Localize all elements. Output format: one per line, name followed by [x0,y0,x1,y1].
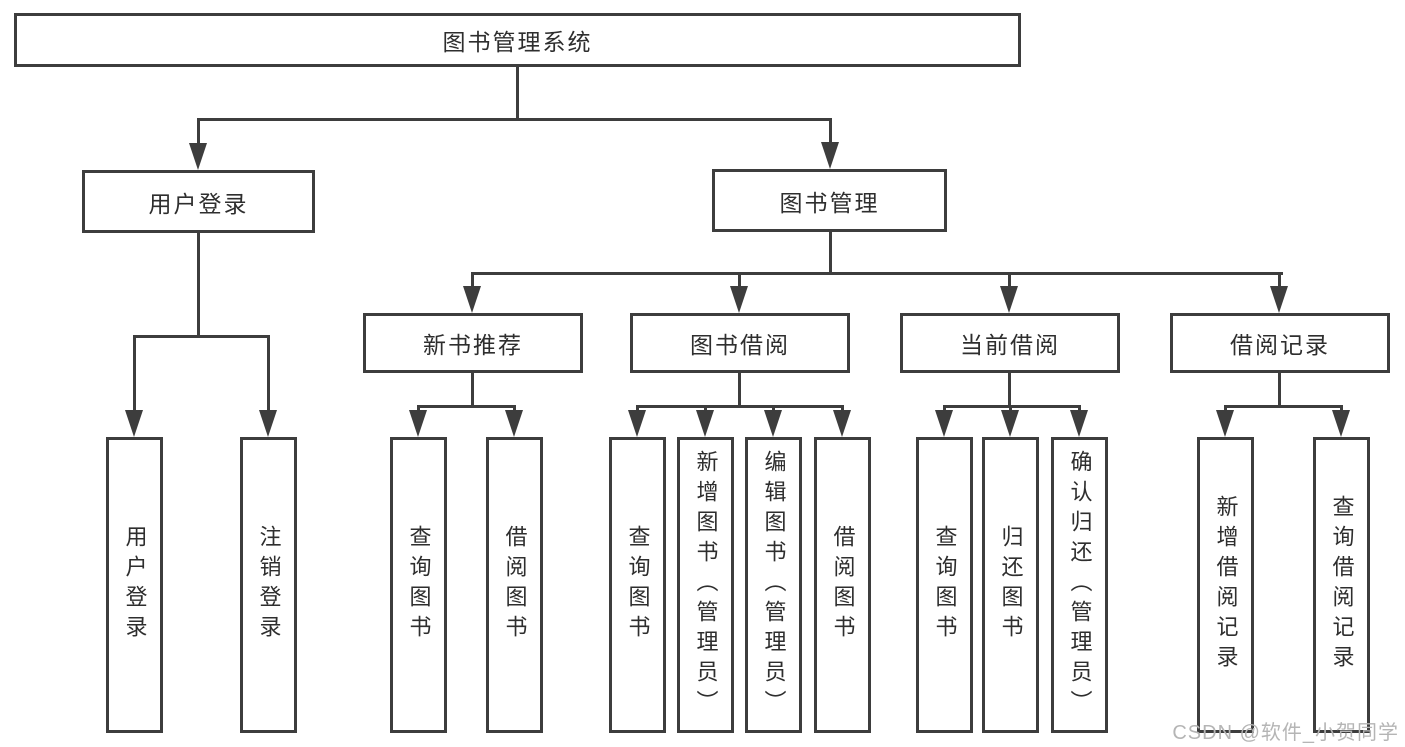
connector-vline [1278,373,1281,408]
connector-vline [513,405,516,414]
leaf-edit-books-admin: 编辑图书（管理员） [745,437,802,733]
node-label: 查询借阅记录 [1329,495,1355,675]
leaf-query-borrow-record: 查询借阅记录 [1313,437,1370,733]
connector-vline [1278,272,1281,290]
node-user-login: 用户登录 [82,170,315,233]
arrowhead-down [1216,410,1234,437]
leaf-query-books-2: 查询图书 [609,437,666,733]
node-borrow-records: 借阅记录 [1170,313,1390,373]
arrowhead-down [1270,286,1288,313]
node-label: 图书管理 [779,189,880,216]
connector-vline [1009,405,1012,414]
connector-vline [197,233,200,338]
node-label: 用户登录 [122,525,148,645]
node-label: 查询图书 [406,525,432,645]
node-label: 图书管理系统 [442,29,593,55]
connector-vline [829,232,832,275]
arrowhead-down [821,142,839,169]
connector-vline [704,405,707,414]
connector-vline [829,118,832,146]
node-current-borrow: 当前借阅 [900,313,1120,373]
leaf-confirm-return-admin: 确认归还（管理员） [1051,437,1108,733]
node-label: 新书推荐 [423,332,523,358]
arrowhead-down [463,286,481,313]
node-label: 编辑图书（管理员） [761,450,787,720]
leaf-return-books: 归还图书 [982,437,1039,733]
watermark: CSDN @软件_小贺同学 [1172,722,1399,744]
arrowhead-down [1332,410,1350,437]
node-book-borrow: 图书借阅 [630,313,850,373]
connector-vline [471,272,474,290]
connector-vline [738,272,741,290]
connector-hline [471,272,1283,275]
connector-vline [1078,405,1081,414]
leaf-add-books-admin: 新增图书（管理员） [677,437,734,733]
connector-vline [1340,405,1343,414]
node-label: 借阅记录 [1230,332,1330,358]
connector-hline [417,405,516,408]
arrowhead-down [1001,410,1019,437]
connector-vline [471,373,474,408]
node-label: 借阅图书 [502,525,528,645]
arrowhead-down [764,410,782,437]
leaf-borrow-books-1: 借阅图书 [486,437,543,733]
arrowhead-down [833,410,851,437]
connector-vline [1008,373,1011,408]
connector-hline [636,405,844,408]
node-label: 查询图书 [625,525,651,645]
node-label: 确认归还（管理员） [1067,450,1093,720]
arrowhead-down [1000,286,1018,313]
connector-vline [417,405,420,414]
node-label: 借阅图书 [830,525,856,645]
connector-vline [1008,272,1011,290]
node-book-management: 图书管理 [712,169,947,232]
connector-vline [197,118,200,146]
arrowhead-down [935,410,953,437]
arrowhead-down [125,410,143,437]
connector-vline [841,405,844,414]
arrowhead-down [730,286,748,313]
arrowhead-down [189,143,207,170]
connector-hline [1224,405,1343,408]
leaf-add-borrow-record: 新增借阅记录 [1197,437,1254,733]
connector-vline [772,405,775,414]
connector-vline [1224,405,1227,414]
leaf-query-books-3: 查询图书 [916,437,973,733]
node-label: 注销登录 [256,525,282,645]
node-label: 查询图书 [932,525,958,645]
connector-vline [267,335,270,414]
arrowhead-down [259,410,277,437]
node-label: 用户登录 [148,190,249,217]
node-root: 图书管理系统 [14,13,1021,67]
leaf-logout: 注销登录 [240,437,297,733]
connector-vline [516,67,519,120]
node-label: 归还图书 [998,525,1024,645]
arrowhead-down [696,410,714,437]
node-label: 图书借阅 [690,332,790,358]
connector-vline [738,373,741,408]
connector-vline [636,405,639,414]
node-label: 当前借阅 [960,332,1060,358]
arrowhead-down [505,410,523,437]
node-label: 新增图书（管理员） [693,450,719,720]
arrowhead-down [409,410,427,437]
connector-vline [133,335,136,414]
node-new-book-recommend: 新书推荐 [363,313,583,373]
connector-hline [197,118,831,121]
leaf-borrow-books-2: 借阅图书 [814,437,871,733]
connector-hline [943,405,1081,408]
connector-vline [943,405,946,414]
arrowhead-down [628,410,646,437]
arrowhead-down [1070,410,1088,437]
connector-hline [133,335,270,338]
leaf-user-login: 用户登录 [106,437,163,733]
leaf-query-books-1: 查询图书 [390,437,447,733]
node-label: 新增借阅记录 [1213,495,1239,675]
